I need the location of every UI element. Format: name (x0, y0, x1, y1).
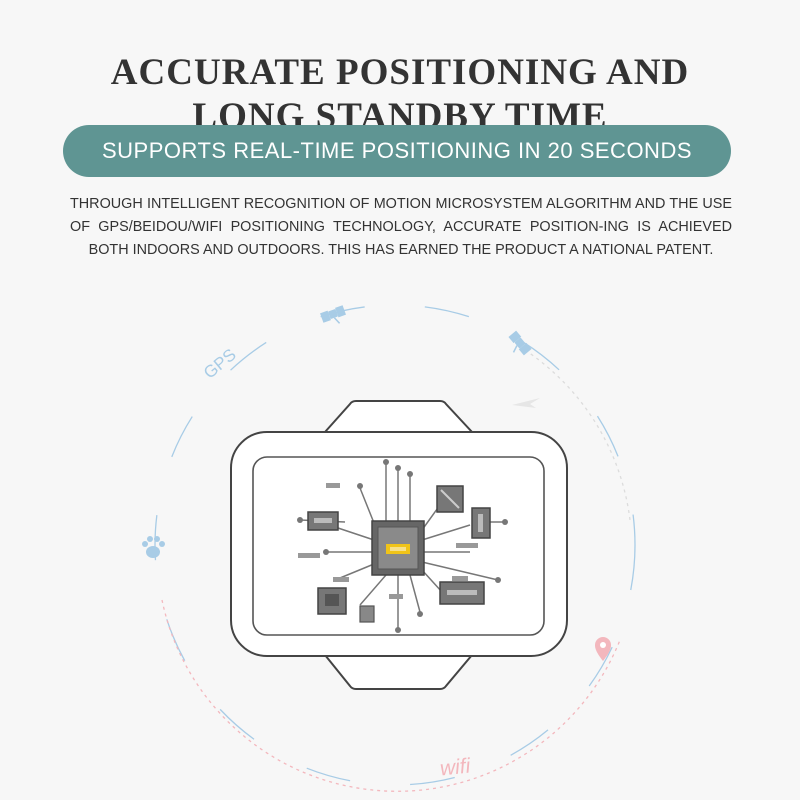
chip-left (307, 511, 339, 531)
chip-right-vertical (471, 507, 491, 539)
feature-description: THROUGH INTELLIGENT RECOGNITION OF MOTIO… (70, 196, 732, 258)
chip-top-right (436, 485, 464, 513)
satellite-icon (508, 330, 532, 356)
orbit-circle-blue (154, 304, 636, 786)
title-line-1: ACCURATE POSITIONING AND (110, 51, 690, 93)
location-pin-icon (595, 637, 611, 661)
chip-bottom-left (317, 587, 347, 615)
plane-icon (512, 398, 540, 408)
orbit-circle-pink (161, 599, 621, 792)
paw-icon (142, 536, 165, 558)
page-title: ACCURATE POSITIONING AND LONG STANDBY TI… (0, 51, 800, 139)
chip-bottom-small (359, 605, 375, 623)
processor-chip-icon (299, 464, 505, 628)
feature-banner: SUPPORTS REAL-TIME POSITIONING IN 20 SEC… (63, 125, 731, 177)
central-processor (371, 520, 425, 576)
chip-bottom-right (439, 581, 485, 605)
wifi-label: wifi (438, 754, 472, 781)
satellite-icon (320, 305, 346, 324)
